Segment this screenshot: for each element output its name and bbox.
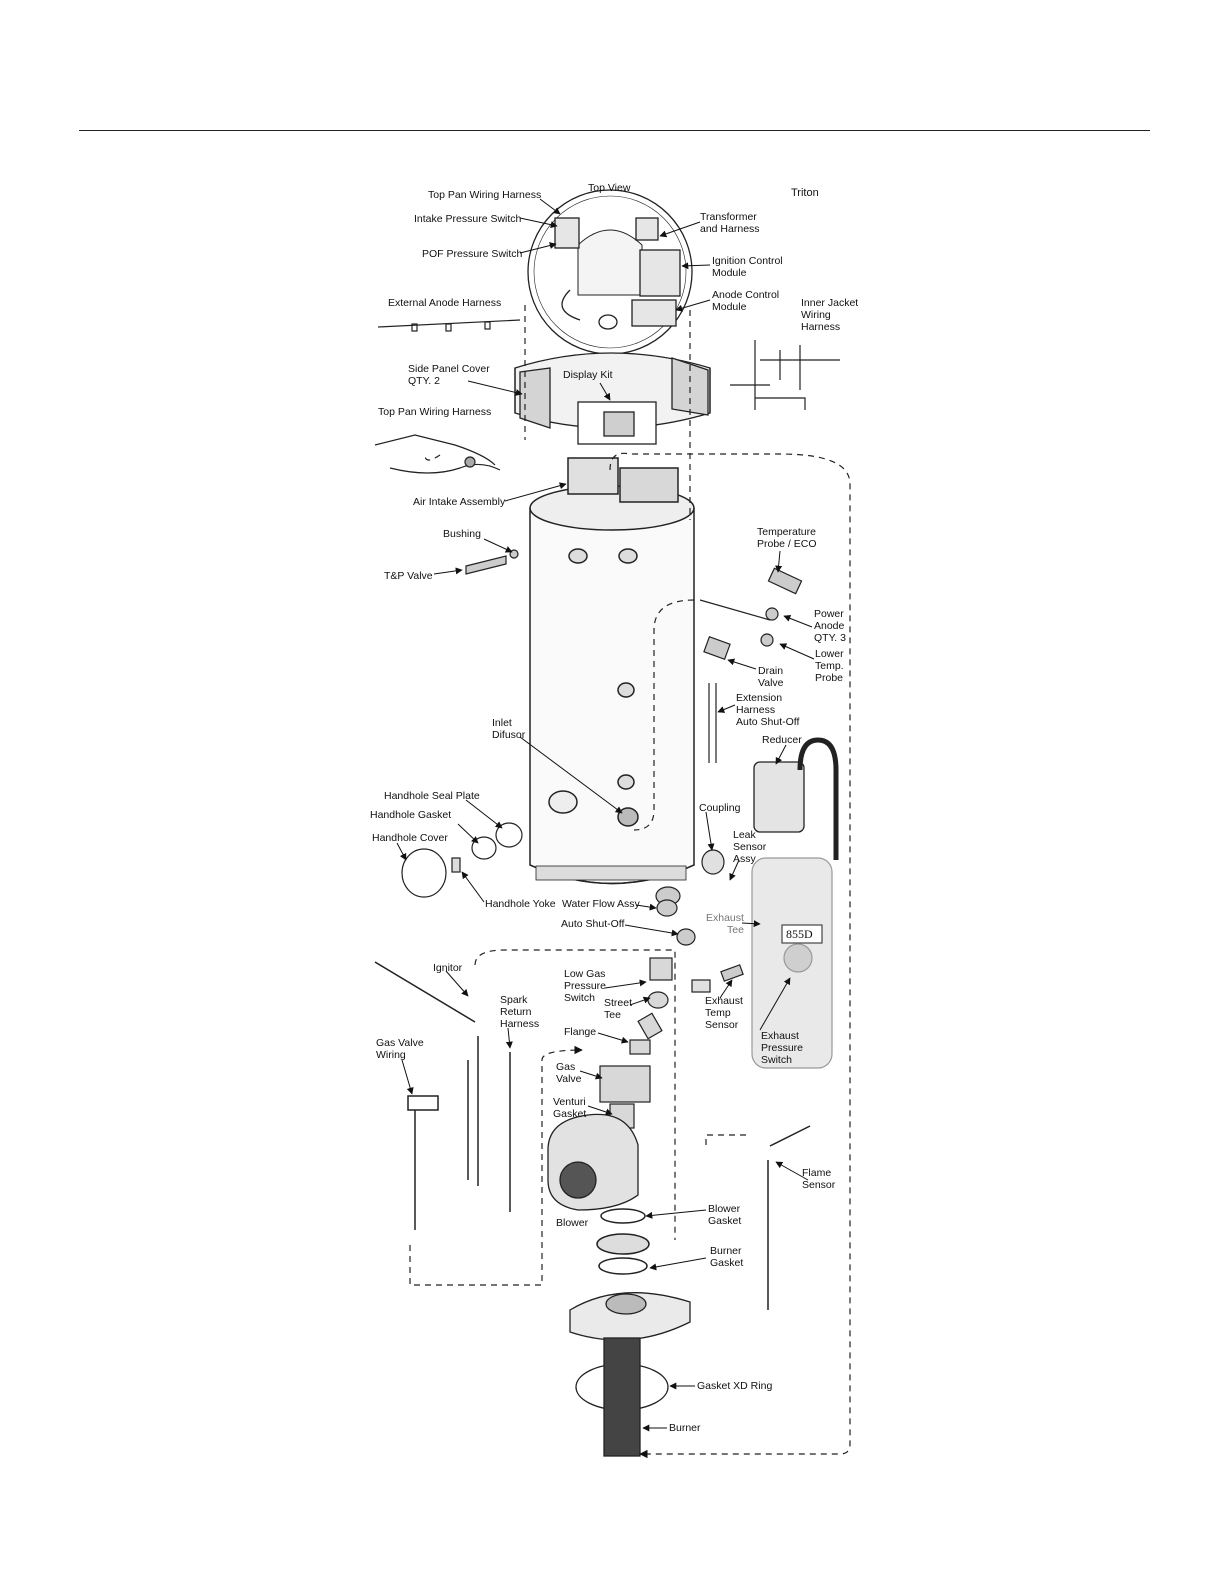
gas-valve-label: Gas Valve (556, 1061, 582, 1085)
handhole-gasket-label: Handhole Gasket (370, 809, 452, 821)
ignitor-label: Ignitor (433, 962, 463, 974)
ignitor-parts (374, 961, 811, 1310)
spark-return-harness-label: Spark Return Harness (500, 994, 540, 1030)
power-anode-label: Power Anode QTY. 3 (814, 608, 846, 644)
leader-lines (396, 198, 815, 1432)
temperature-probe-label: Temperature Probe / ECO (757, 526, 817, 550)
top-pan-wiring-harness-2 (374, 434, 501, 474)
top-view-label: Top View (588, 182, 631, 194)
water-flow-parts (655, 849, 744, 993)
low-gas-pressure-switch-label: Low Gas Pressure Switch (564, 968, 607, 1004)
inlet-difusor-label: Inlet Difusor (492, 717, 526, 741)
lower-temp-probe-label: Lower Temp. Probe (815, 648, 844, 684)
handhole-parts (401, 822, 523, 898)
pof-pressure-switch-label: POF Pressure Switch (422, 248, 523, 260)
side-panel-covers (514, 352, 711, 429)
burner-gasket-label: Burner Gasket (710, 1245, 744, 1269)
exhaust-tee (751, 857, 833, 1069)
intake-pressure-switch-label: Intake Pressure Switch (414, 213, 522, 225)
flange-label: Flange (564, 1026, 597, 1038)
probes-anodes (699, 567, 803, 763)
top-view-pan (527, 189, 693, 355)
anode-control-module-label: Anode Control Module (712, 289, 780, 313)
bushing-label: Bushing (443, 528, 481, 540)
extension-harness-label: Extension Harness Auto Shut-Off (736, 692, 800, 728)
inner-jacket-wiring-harness-label: Inner Jacket Wiring Harness (801, 297, 859, 333)
external-anode-harness (377, 319, 521, 332)
gas-valve-wiring-label: Gas Valve Wiring (376, 1037, 424, 1061)
tp-valve (465, 549, 519, 575)
handhole-yoke-label: Handhole Yoke (485, 898, 556, 910)
transformer-and-harness-label: Transformer and Harness (700, 211, 760, 235)
blower (547, 1113, 639, 1211)
exhaust-tee-label: Exhaust Tee (706, 912, 744, 936)
gaskets (596, 1208, 650, 1275)
venturi-gasket-label: Venturi Gasket (553, 1096, 587, 1120)
external-anode-harness-label: External Anode Harness (388, 297, 502, 309)
drain-valve-label: Drain Valve (758, 665, 784, 689)
display-kit-label: Display Kit (563, 369, 613, 381)
handhole-cover-label: Handhole Cover (372, 832, 448, 844)
tp-valve-label: T&P Valve (384, 570, 433, 582)
display-kit (577, 401, 657, 445)
tank-body (529, 457, 695, 885)
inner-jacket-wiring-harness (730, 340, 840, 410)
gasket-xd-ring-label: Gasket XD Ring (697, 1380, 773, 1392)
flame-sensor-label: Flame Sensor (802, 1167, 836, 1191)
street-tee-label: Street Tee (604, 997, 633, 1021)
exhaust-pressure-switch-label: Exhaust Pressure Switch (761, 1030, 804, 1066)
top-pan-wiring-harness-2-label: Top Pan Wiring Harness (378, 406, 492, 418)
coupling-label: Coupling (699, 802, 741, 814)
exhaust-tee-code: 855D (786, 927, 813, 941)
blower-gasket-label: Blower Gasket (708, 1203, 742, 1227)
air-intake-assembly-label: Air Intake Assembly (413, 496, 506, 508)
auto-shut-off-label: Auto Shut-Off (561, 918, 625, 930)
reducer-label: Reducer (762, 734, 802, 746)
dashed-flow-paths (409, 305, 851, 1459)
blower-label: Blower (556, 1217, 589, 1229)
burner-label: Burner (669, 1422, 701, 1434)
water-flow-assy-label: Water Flow Assy (562, 898, 640, 910)
exhaust-temp-sensor-label: Exhaust Temp Sensor (705, 995, 743, 1031)
leak-sensor-assy-label: Leak Sensor Assy (733, 829, 767, 865)
header-rule (79, 130, 1150, 131)
top-pan-wiring-harness-label: Top Pan Wiring Harness (428, 189, 542, 201)
ignition-control-module-label: Ignition Control Module (712, 255, 783, 279)
handhole-seal-plate-label: Handhole Seal Plate (384, 790, 480, 802)
reducer (753, 737, 839, 860)
brand-label: Triton (791, 187, 819, 199)
side-panel-cover-label: Side Panel Cover QTY. 2 (408, 363, 490, 387)
burner-assembly (569, 1292, 691, 1457)
